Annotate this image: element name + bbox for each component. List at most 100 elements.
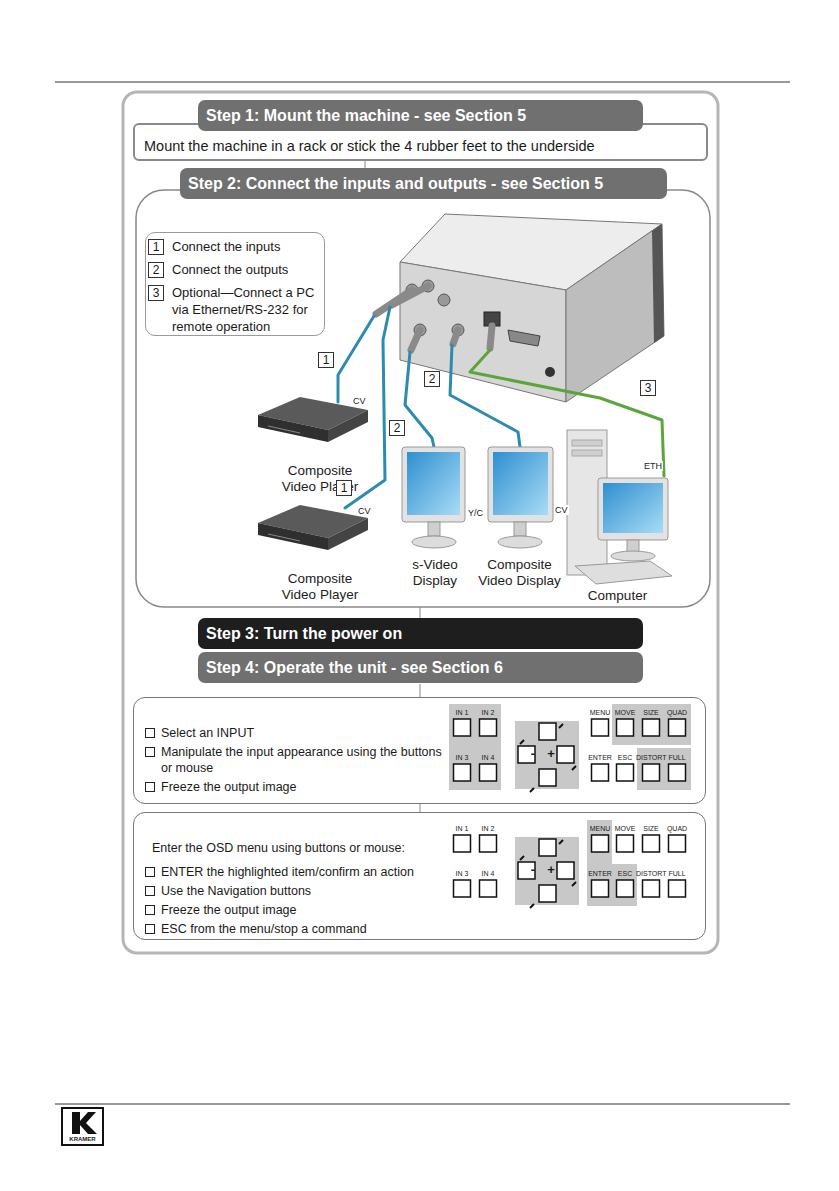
button-label: SIZE bbox=[636, 825, 666, 833]
nav-arrow bbox=[572, 882, 576, 886]
button-square bbox=[557, 746, 574, 763]
button-square bbox=[539, 885, 556, 902]
node-text: Use the Navigation buttons bbox=[161, 883, 449, 899]
device-caption: Computer bbox=[580, 588, 655, 604]
button-label: ENTER bbox=[585, 870, 615, 878]
node-text: Enter the OSD menu using buttons or mous… bbox=[152, 840, 440, 856]
cable-plug bbox=[376, 286, 492, 350]
step-banner: Step 1: Mount the machine - see Section … bbox=[198, 100, 643, 131]
node-text: Composite Video Player bbox=[274, 463, 366, 495]
node-text: ESC from the menu/stop a command bbox=[161, 921, 449, 937]
signal-name: CV bbox=[352, 396, 367, 406]
button-label: MOVE bbox=[610, 709, 640, 717]
callout-number: 3 bbox=[148, 285, 164, 301]
button-square bbox=[539, 769, 556, 786]
button-square bbox=[480, 835, 497, 852]
nav-arrow bbox=[530, 788, 534, 792]
video-player bbox=[258, 505, 368, 550]
step-banner: Step 3: Turn the power on bbox=[198, 618, 643, 649]
step-panel bbox=[136, 190, 710, 607]
cv-cable bbox=[338, 316, 374, 402]
button-label: MOVE bbox=[610, 825, 640, 833]
nav-sign: - bbox=[528, 747, 538, 760]
signal-name: Y/C bbox=[467, 508, 484, 518]
button-label: QUAD bbox=[662, 709, 692, 717]
button-square bbox=[643, 719, 660, 736]
joiner bbox=[420, 804, 421, 812]
nav-sign: + bbox=[546, 747, 556, 760]
nav-sign: - bbox=[528, 863, 538, 876]
nav-sign: + bbox=[546, 863, 556, 876]
button-label: SIZE bbox=[636, 709, 666, 717]
button-square bbox=[480, 719, 497, 736]
button-square bbox=[557, 862, 574, 879]
button-label: ENTER bbox=[585, 754, 615, 762]
node-text: ENTER the highlighted item/confirm an ac… bbox=[161, 864, 449, 880]
logo-text: KRAMER bbox=[62, 1136, 103, 1143]
button-square bbox=[592, 835, 609, 852]
nav-arrow bbox=[559, 840, 563, 844]
button-label: IN 3 bbox=[447, 754, 477, 762]
button-square bbox=[539, 839, 556, 856]
cv-monitor bbox=[488, 447, 553, 548]
node-text: s-Video Display bbox=[400, 557, 470, 589]
node-text: Freeze the output image bbox=[161, 902, 449, 918]
svideo-monitor bbox=[402, 447, 465, 548]
button-label: IN 2 bbox=[473, 709, 503, 717]
callout-number: 2 bbox=[148, 262, 164, 278]
node-text: Select an INPUT bbox=[161, 725, 449, 741]
outer-panel bbox=[123, 92, 718, 953]
device-caption: Composite Video Player bbox=[274, 463, 366, 495]
joiner bbox=[420, 607, 421, 618]
button-square bbox=[643, 764, 660, 781]
button-square bbox=[617, 880, 634, 897]
step-banner: Step 4: Operate the unit - see Section 6 bbox=[198, 652, 643, 683]
button-square bbox=[617, 835, 634, 852]
node-text: Composite Video Display bbox=[472, 557, 567, 589]
signal-name: CV bbox=[554, 505, 569, 515]
button-square bbox=[617, 764, 634, 781]
page-rule bbox=[55, 82, 790, 83]
button-square bbox=[480, 764, 497, 781]
signal-name: ETH bbox=[643, 461, 663, 471]
button-square bbox=[480, 880, 497, 897]
node-text: Freeze the output image bbox=[161, 779, 449, 795]
button-label: MENU bbox=[585, 825, 615, 833]
button-square bbox=[643, 835, 660, 852]
button-square bbox=[669, 764, 686, 781]
yc-cable bbox=[405, 352, 434, 447]
button-square bbox=[592, 719, 609, 736]
callout-number: 3 bbox=[640, 380, 656, 396]
callout-number: 1 bbox=[318, 352, 334, 368]
button-label: IN 4 bbox=[473, 870, 503, 878]
node-text: Step 1: Mount the machine - see Section … bbox=[206, 106, 633, 125]
joiner bbox=[420, 684, 421, 697]
node-text: Composite Video Player bbox=[274, 571, 366, 603]
node-text: Step 3: Turn the power on bbox=[206, 624, 633, 643]
button-square bbox=[454, 764, 471, 781]
button-label: MENU bbox=[585, 709, 615, 717]
button-label: FULL bbox=[662, 754, 692, 762]
button-label: IN 1 bbox=[447, 709, 477, 717]
node-text: Computer bbox=[580, 588, 655, 604]
step-banner: Step 2: Connect the inputs and outputs -… bbox=[180, 168, 667, 199]
node-text: Manipulate the input appearance using th… bbox=[161, 744, 449, 776]
button-square bbox=[592, 880, 609, 897]
node-text: Optional—Connect a PC via Ethernet/RS-23… bbox=[172, 284, 320, 335]
button-square bbox=[539, 723, 556, 740]
video-player bbox=[258, 397, 368, 442]
node-text: Connect the inputs bbox=[172, 238, 320, 255]
callout-number: 1 bbox=[148, 239, 164, 255]
scaler-unit bbox=[400, 214, 664, 402]
button-square bbox=[669, 719, 686, 736]
signal-name: CV bbox=[357, 506, 372, 516]
callout-number: 1 bbox=[336, 480, 352, 496]
button-label: FULL bbox=[662, 870, 692, 878]
node-text: Step 2: Connect the inputs and outputs -… bbox=[188, 174, 657, 193]
button-squares bbox=[454, 719, 686, 908]
button-square bbox=[592, 764, 609, 781]
callout-number: 2 bbox=[424, 371, 440, 387]
button-square bbox=[454, 719, 471, 736]
computer bbox=[567, 430, 672, 584]
button-square bbox=[617, 719, 634, 736]
